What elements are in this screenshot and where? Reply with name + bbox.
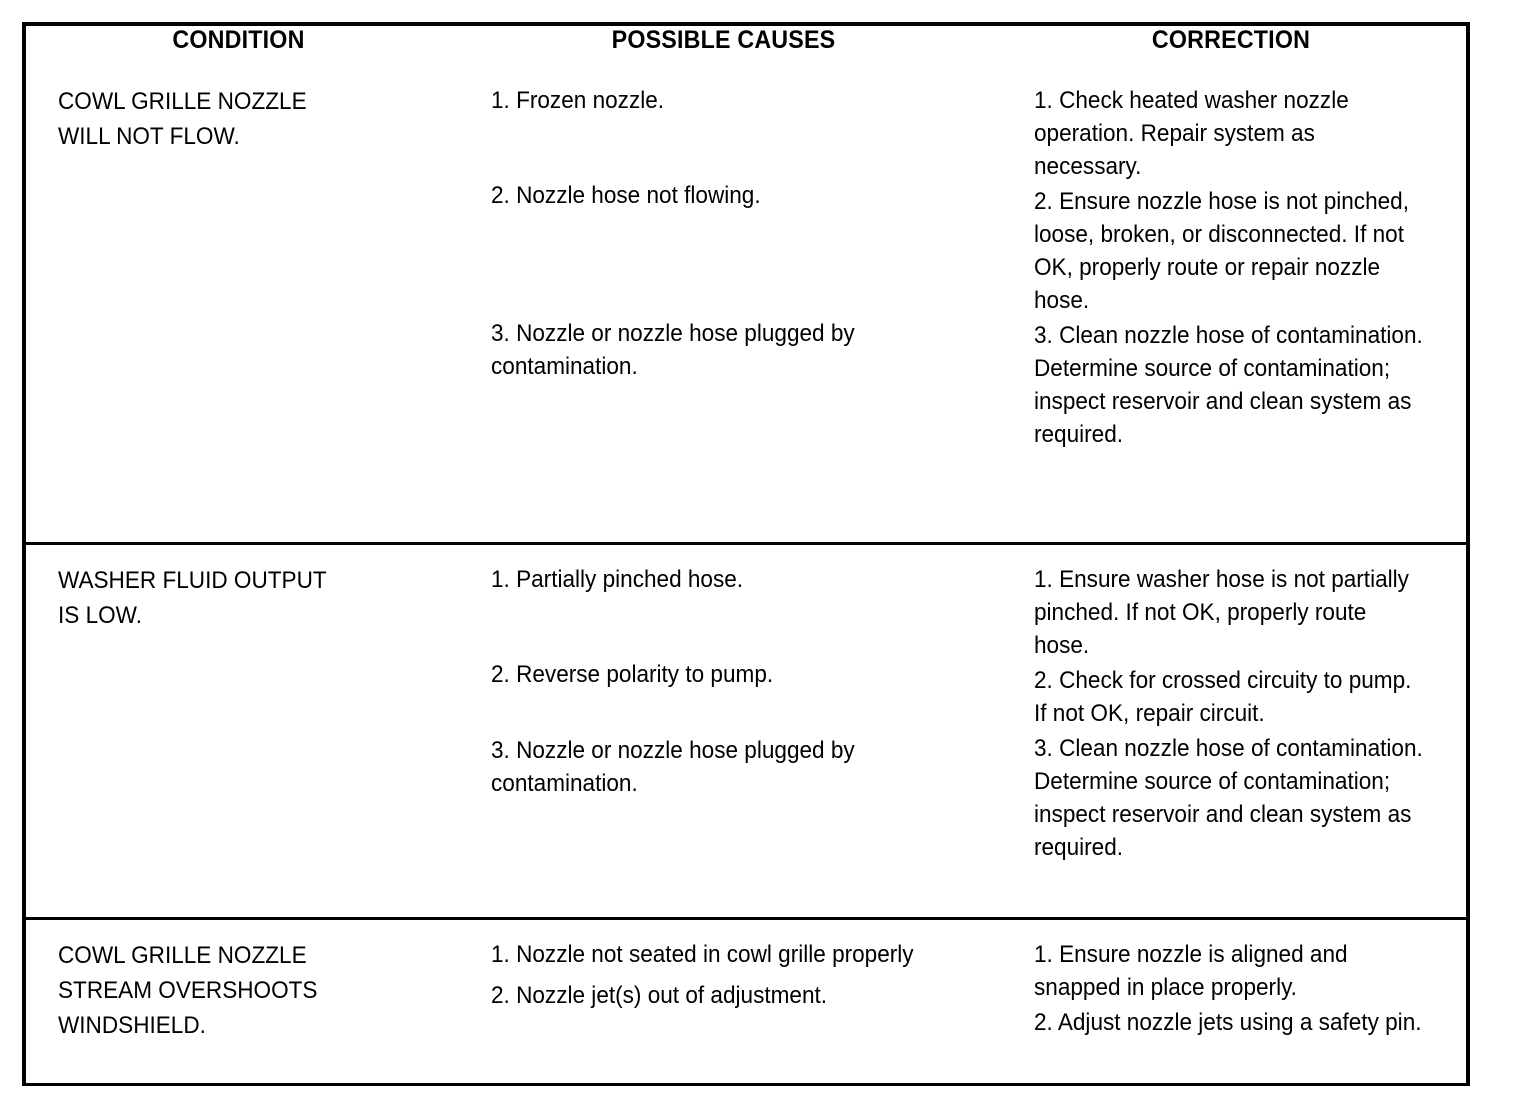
table-header: CONDITION POSSIBLE CAUSES CORRECTION [26, 26, 1466, 66]
spacer [491, 971, 978, 979]
cell-correction-inner: 1. Ensure washer hose is not partially p… [996, 545, 1466, 878]
condition-text: COWL GRILLE NOZZLE WILL NOT FLOW. [58, 88, 307, 150]
cell-condition-inner: COWL GRILLE NOZZLE WILL NOT FLOW. [26, 66, 451, 168]
table-row: WASHER FLUID OUTPUT IS LOW. 1. Partially… [26, 541, 1466, 918]
cause-item: 3. Nozzle or nozzle hose plugged by cont… [491, 736, 855, 797]
spacer [491, 117, 978, 179]
correction-item: 2. Adjust nozzle jets using a safety pin… [1034, 1008, 1422, 1036]
cell-correction-inner: 1. Check heated washer nozzle operation.… [996, 66, 1466, 465]
cause-item: 2. Reverse polarity to pump. [491, 660, 774, 688]
cell-correction: 1. Ensure nozzle is aligned and snapped … [996, 916, 1466, 1083]
column-header-correction: CORRECTION [996, 26, 1466, 66]
cell-correction: 1. Ensure washer hose is not partially p… [996, 541, 1466, 918]
troubleshooting-table: CONDITION POSSIBLE CAUSES CORRECTION COW [22, 22, 1470, 1086]
table-body: COWL GRILLE NOZZLE WILL NOT FLOW. 1. Fro… [26, 66, 1466, 1083]
cause-item: 2. Nozzle jet(s) out of adjustment. [491, 981, 828, 1009]
correction-item: 2. Check for crossed circuity to pump. I… [1034, 666, 1412, 727]
header-row: CONDITION POSSIBLE CAUSES CORRECTION [26, 26, 1466, 66]
correction-item: 3. Clean nozzle hose of contamination. D… [1034, 322, 1423, 448]
table-row: COWL GRILLE NOZZLE WILL NOT FLOW. 1. Fro… [26, 66, 1466, 543]
correction-item: 2. Ensure nozzle hose is not pinched, lo… [1034, 188, 1409, 314]
table-row: COWL GRILLE NOZZLE STREAM OVERSHOOTS WIN… [26, 916, 1466, 1083]
correction-item: 3. Clean nozzle hose of contamination. D… [1034, 734, 1423, 861]
correction-item: 1. Check heated washer nozzle operation.… [1034, 87, 1349, 180]
column-header-possible-causes-label: POSSIBLE CAUSES [611, 26, 836, 54]
cell-possible-causes: 1. Frozen nozzle. 2. Nozzle hose not flo… [451, 66, 996, 543]
cell-possible-causes-inner: 1. Nozzle not seated in cowl grille prop… [451, 920, 996, 1026]
table: CONDITION POSSIBLE CAUSES CORRECTION COW [26, 26, 1466, 1083]
column-header-condition-label: CONDITION [172, 26, 305, 54]
spacer [491, 596, 978, 658]
spacer [491, 274, 978, 317]
cell-correction: 1. Check heated washer nozzle operation.… [996, 66, 1466, 543]
column-header-correction-label: CORRECTION [1151, 26, 1311, 54]
cell-condition: WASHER FLUID OUTPUT IS LOW. [26, 541, 451, 918]
cause-item: 2. Nozzle hose not flowing. [491, 182, 761, 209]
cell-possible-causes: 1. Nozzle not seated in cowl grille prop… [451, 916, 996, 1083]
cell-correction-inner: 1. Ensure nozzle is aligned and snapped … [996, 920, 1466, 1053]
cause-item: 1. Nozzle not seated in cowl grille prop… [491, 940, 914, 968]
cause-item: 3. Nozzle or nozzle hose plugged by cont… [491, 320, 855, 380]
cell-condition: COWL GRILLE NOZZLE WILL NOT FLOW. [26, 66, 451, 543]
cell-condition: COWL GRILLE NOZZLE STREAM OVERSHOOTS WIN… [26, 916, 451, 1083]
correction-item: 1. Ensure washer hose is not partially p… [1034, 565, 1409, 659]
condition-text: WASHER FLUID OUTPUT IS LOW. [58, 566, 327, 629]
cell-condition-inner: COWL GRILLE NOZZLE STREAM OVERSHOOTS WIN… [26, 920, 451, 1057]
cell-possible-causes-inner: 1. Frozen nozzle. 2. Nozzle hose not flo… [451, 66, 996, 397]
spacer [491, 212, 978, 274]
cause-item: 1. Frozen nozzle. [491, 87, 665, 114]
column-header-possible-causes: POSSIBLE CAUSES [451, 26, 996, 66]
cell-possible-causes: 1. Partially pinched hose. 2. Reverse po… [451, 541, 996, 918]
spacer [491, 691, 978, 734]
cell-condition-inner: WASHER FLUID OUTPUT IS LOW. [26, 545, 451, 647]
column-header-condition: CONDITION [26, 26, 451, 66]
correction-item: 1. Ensure nozzle is aligned and snapped … [1034, 940, 1348, 1001]
cause-item: 1. Partially pinched hose. [491, 565, 744, 593]
condition-text: COWL GRILLE NOZZLE STREAM OVERSHOOTS WIN… [58, 941, 318, 1039]
cell-possible-causes-inner: 1. Partially pinched hose. 2. Reverse po… [451, 545, 996, 814]
